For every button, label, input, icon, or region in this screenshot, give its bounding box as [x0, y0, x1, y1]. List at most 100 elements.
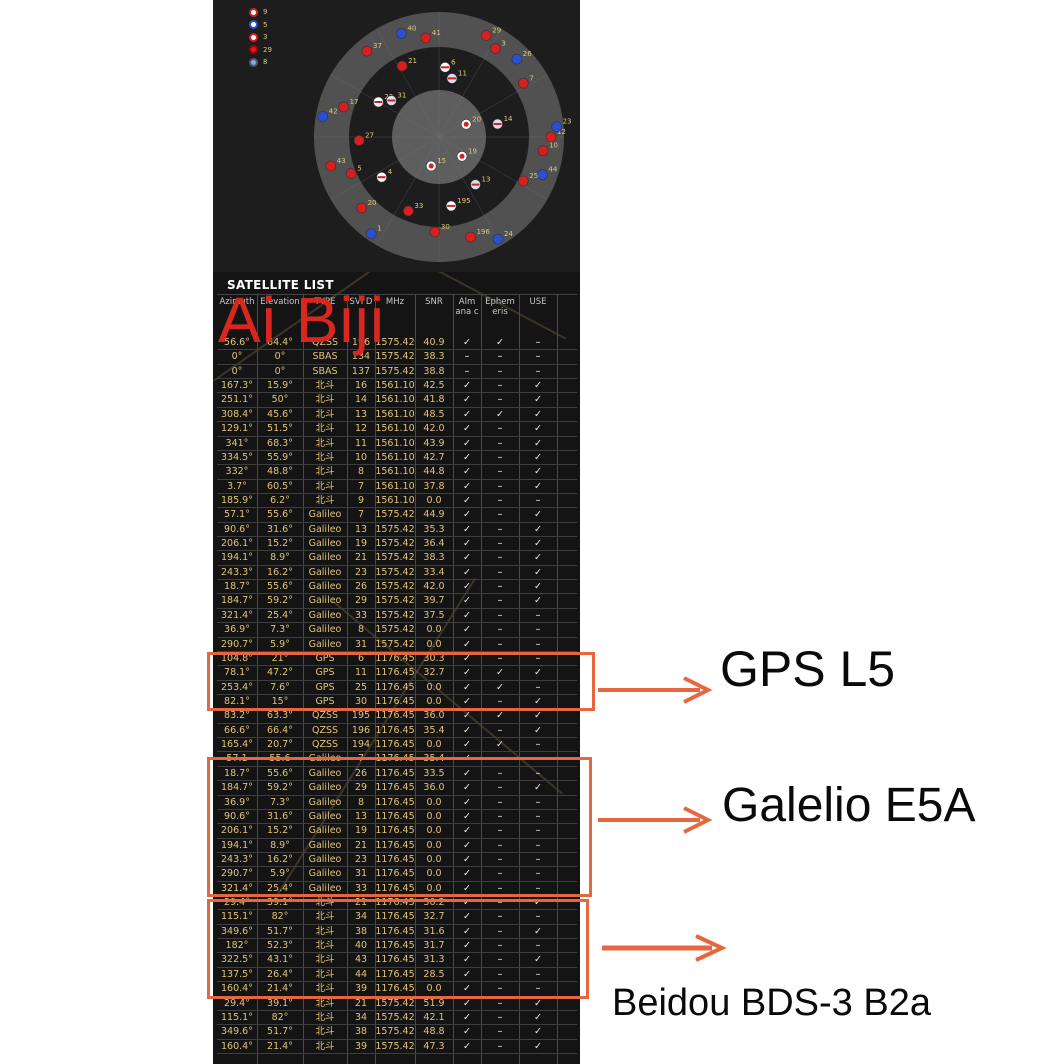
- table-cell: 321.4°: [221, 609, 253, 621]
- table-cell: 33.4: [423, 566, 445, 578]
- table-cell: QZSS: [311, 710, 339, 722]
- table-cell: Galileo: [308, 609, 342, 621]
- table-cell: 160.4°: [221, 983, 253, 995]
- column-header[interactable]: Alm ana c: [455, 297, 479, 317]
- flag-stripe: [387, 99, 396, 102]
- column-header[interactable]: USE: [529, 297, 547, 307]
- satellite-marker: [517, 175, 529, 187]
- table-cell: 北斗: [315, 437, 335, 449]
- table-cell: 90.6°: [224, 810, 250, 822]
- table-cell: –: [535, 681, 541, 693]
- column-header[interactable]: SVI D: [349, 297, 373, 307]
- table-cell: 38: [354, 925, 368, 937]
- table-cell: 43.9: [423, 437, 445, 449]
- table-cell: 42.5: [423, 380, 445, 392]
- column-header[interactable]: SNR: [425, 297, 443, 307]
- column-header[interactable]: Ephem eris: [485, 297, 515, 317]
- app-screenshot: 1220613427152144529196221414119272630371…: [213, 0, 580, 1064]
- table-cell: Galileo: [308, 552, 342, 564]
- table-cell: GPS: [315, 695, 335, 707]
- table-cell: 33: [354, 609, 368, 621]
- table-cell: 39.7: [423, 595, 445, 607]
- constellation-flag-icon: [249, 20, 258, 30]
- table-cell: Galileo: [308, 782, 342, 794]
- column-header[interactable]: Elevation: [260, 297, 300, 307]
- azimuth-line: [438, 136, 548, 200]
- constellation-flag-icon: [249, 7, 258, 17]
- satellite-label: 40: [407, 25, 416, 33]
- table-cell: 1575.42: [375, 365, 415, 377]
- table-cell: 51.5°: [267, 423, 293, 435]
- table-cell: 82°: [271, 1011, 289, 1023]
- table-cell: 1176.45: [375, 724, 415, 736]
- table-cell: 1176.45: [375, 825, 415, 837]
- table-cell: 0.0: [426, 983, 442, 995]
- legend-item: 8: [249, 56, 272, 69]
- table-cell: ✓: [463, 940, 471, 952]
- table-cell: –: [535, 767, 541, 779]
- column-header[interactable]: MHz: [385, 297, 405, 307]
- table-cell: –: [535, 868, 541, 880]
- table-cell: GPS: [315, 681, 335, 693]
- table-cell: 82.1°: [224, 695, 250, 707]
- table-cell: 26.4°: [267, 968, 293, 980]
- legend-count: 3: [263, 33, 268, 42]
- azimuth-line: [330, 74, 440, 138]
- table-cell: 31.6: [423, 925, 445, 937]
- qzss-dot: [428, 163, 434, 169]
- table-cell: 1575.42: [375, 624, 415, 636]
- table-cell: ✓: [534, 581, 542, 593]
- column-header[interactable]: TYPE: [314, 297, 336, 307]
- table-cell: 1176.45: [375, 968, 415, 980]
- column-header[interactable]: Azimuth: [219, 297, 255, 307]
- table-cell: ✓: [463, 595, 471, 607]
